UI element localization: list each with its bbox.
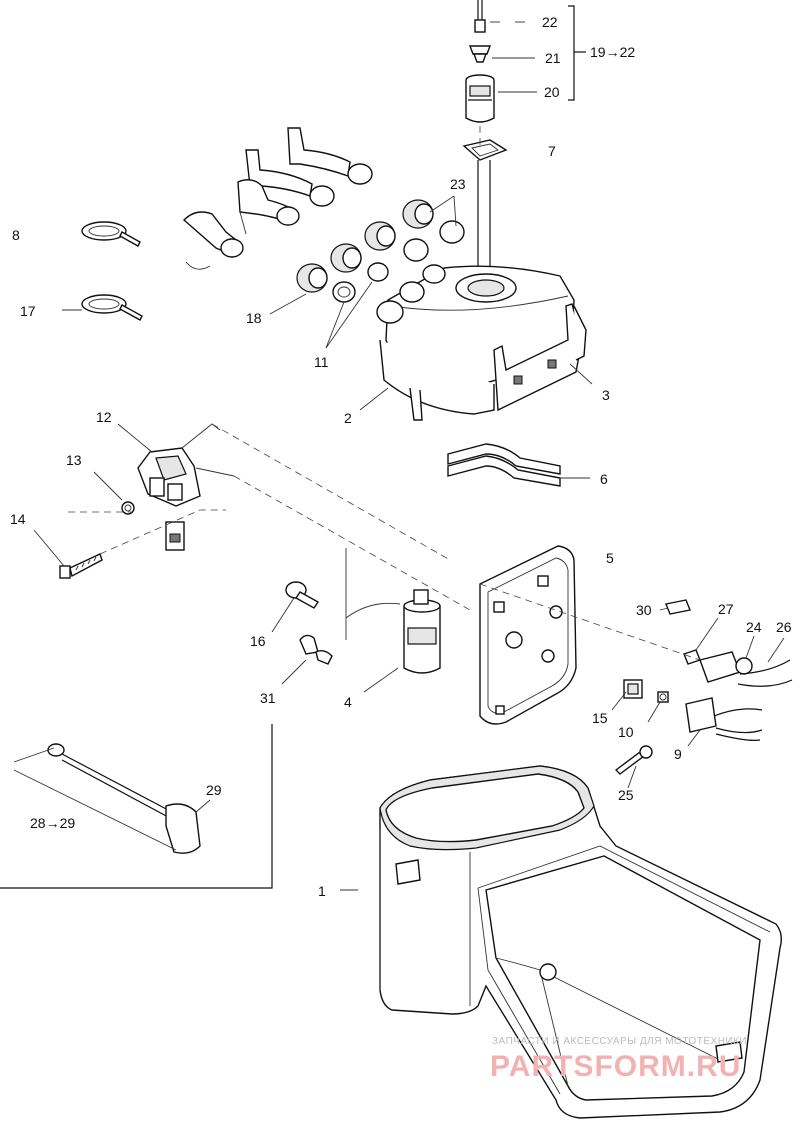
callout-18: 18 bbox=[246, 310, 262, 326]
switch-part-24 bbox=[699, 651, 793, 687]
callout-2: 2 bbox=[344, 410, 352, 426]
fuse-part bbox=[165, 521, 185, 551]
relay-part-15 bbox=[623, 679, 643, 699]
gasket-part-7 bbox=[462, 139, 508, 161]
clamp-part-17 bbox=[81, 294, 143, 321]
callout-27: 27 bbox=[718, 601, 734, 617]
cap-part-20 bbox=[465, 74, 495, 123]
washer-pump-part-4 bbox=[345, 548, 441, 674]
knurled-cap-part-18 bbox=[296, 243, 362, 293]
housing-part-1 bbox=[379, 765, 783, 1119]
ground-cable-part-28 bbox=[13, 743, 201, 854]
callout-15: 15 bbox=[592, 710, 608, 726]
watermark-brand: PARTSFORM.RU bbox=[490, 1050, 741, 1083]
callout-25: 25 bbox=[618, 787, 634, 803]
clip-part-27 bbox=[683, 649, 701, 665]
callout-19-22: 19→22 bbox=[590, 44, 635, 60]
callout-23: 23 bbox=[450, 176, 466, 192]
small-cap-part-11 bbox=[332, 262, 389, 303]
callout-11: 11 bbox=[314, 354, 329, 370]
callout-31: 31 bbox=[260, 690, 276, 706]
callout-10: 10 bbox=[618, 724, 634, 740]
callout-29: 29 bbox=[206, 782, 222, 798]
callout-17: 17 bbox=[20, 303, 36, 319]
nut-part-13 bbox=[121, 501, 135, 515]
callout-12: 12 bbox=[96, 409, 112, 425]
callout-9: 9 bbox=[674, 746, 682, 762]
mounting-plate-part-5 bbox=[479, 545, 577, 725]
switch-part-9 bbox=[685, 697, 763, 741]
callout-30: 30 bbox=[636, 602, 652, 618]
callout-26: 26 bbox=[776, 619, 792, 635]
clip-part-21 bbox=[468, 45, 492, 63]
callout-6: 6 bbox=[600, 471, 608, 487]
callout-14: 14 bbox=[10, 511, 26, 527]
grommet-part-16 bbox=[285, 581, 320, 609]
clamp-part-8 bbox=[81, 221, 141, 247]
callout-13: 13 bbox=[66, 452, 82, 468]
pump-assembly-part-12 bbox=[137, 423, 235, 507]
hose-set bbox=[182, 127, 373, 270]
callout-21: 21 bbox=[545, 50, 561, 66]
knurled-cap-part-23 bbox=[364, 199, 465, 262]
callout-20: 20 bbox=[544, 84, 560, 100]
strip-part-6 bbox=[447, 443, 590, 487]
screw-part-25 bbox=[614, 745, 653, 775]
bolt-part-14 bbox=[59, 553, 103, 579]
callout-7: 7 bbox=[548, 143, 556, 159]
callout-22: 22 bbox=[542, 14, 558, 30]
tag-part-30 bbox=[665, 599, 691, 615]
watermark-tagline: ЗАПЧАСТИ И АКСЕССУАРЫ ДЛЯ МОТОТЕХНИКИ bbox=[492, 1036, 747, 1047]
callout-28-29: 28→29 bbox=[30, 815, 75, 831]
callout-5: 5 bbox=[606, 550, 614, 566]
clip-part-31 bbox=[299, 634, 333, 665]
callout-8: 8 bbox=[12, 227, 20, 243]
callout-24: 24 bbox=[746, 619, 762, 635]
dipstick-part-22 bbox=[474, 0, 486, 33]
callout-4: 4 bbox=[344, 694, 352, 710]
reservoir-tank-part-2 bbox=[376, 264, 575, 421]
nut-part-10 bbox=[657, 691, 669, 703]
callout-3: 3 bbox=[602, 387, 610, 403]
bracket-part-3 bbox=[493, 303, 587, 412]
callout-16: 16 bbox=[250, 633, 266, 649]
callout-1: 1 bbox=[318, 883, 326, 899]
